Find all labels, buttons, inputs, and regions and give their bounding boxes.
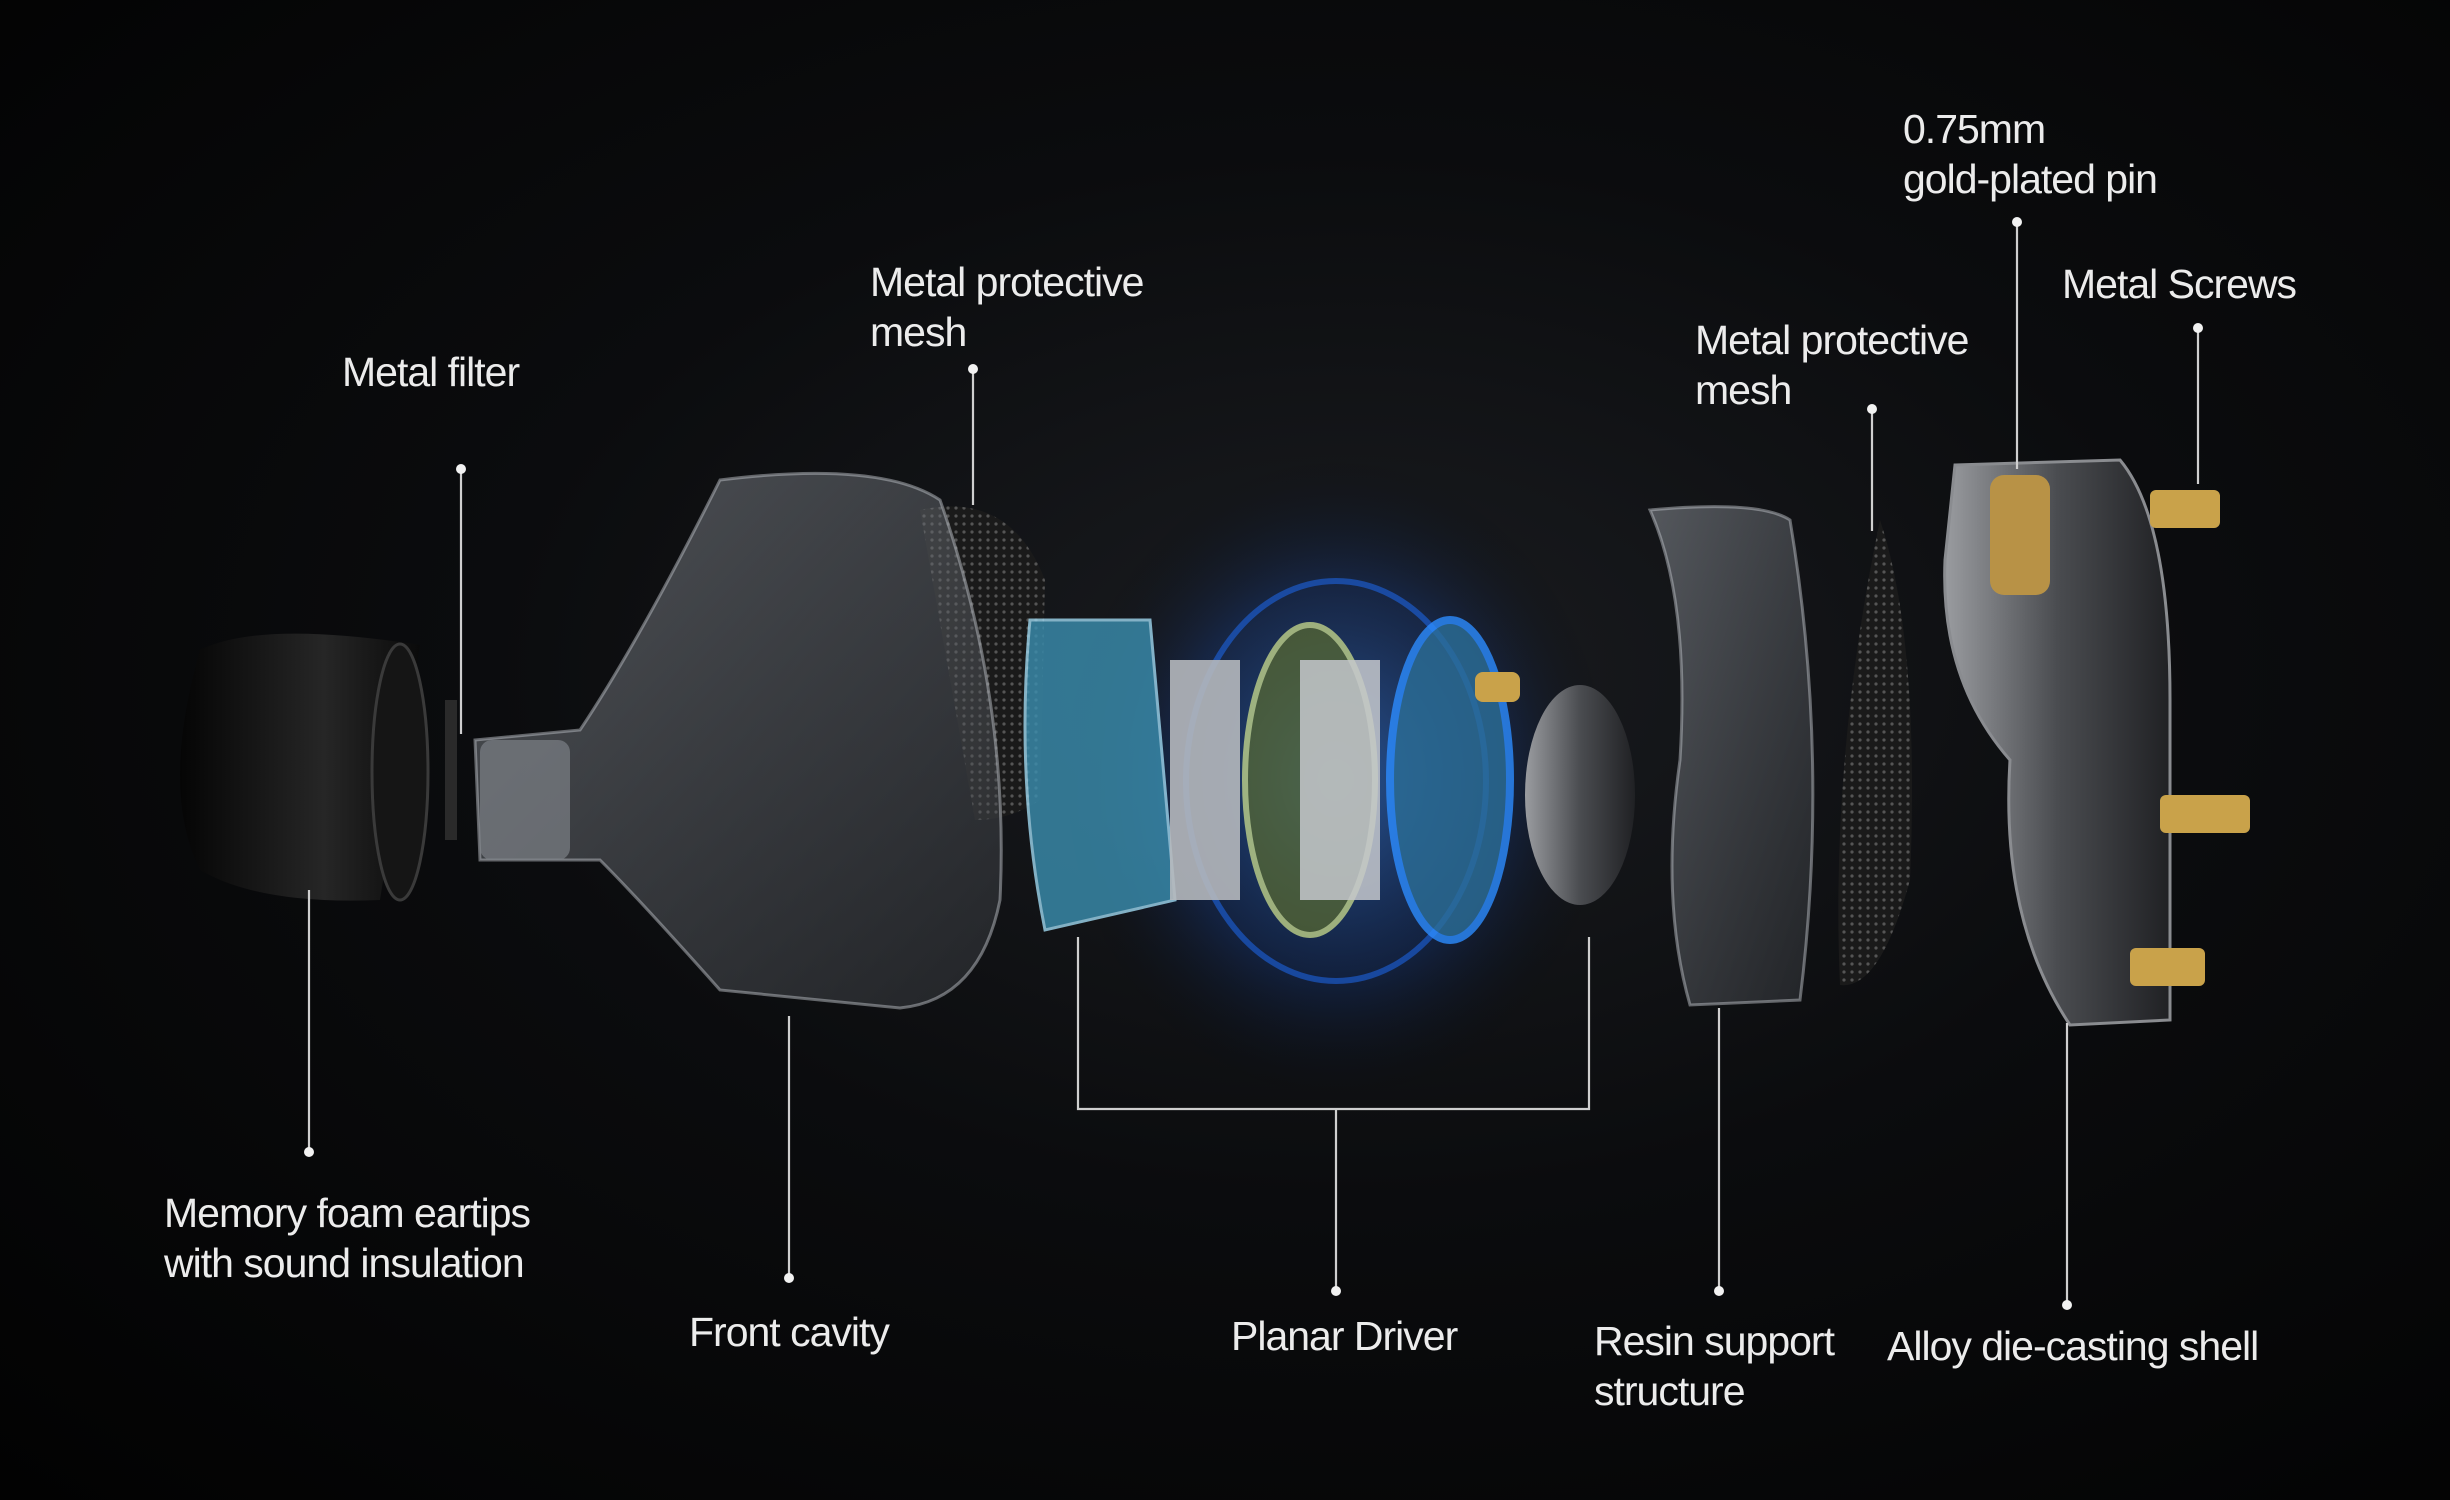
metal-screw <box>2150 490 2220 528</box>
leader-lines <box>304 217 2203 1310</box>
resin-support-structure <box>1647 505 1815 1007</box>
label-metal-filter: Metal filter <box>342 349 519 395</box>
label-metal-screws: Metal Screws <box>2062 261 2297 307</box>
label-front-cavity: Front cavity <box>689 1309 890 1355</box>
label-alloy-shell: Alloy die-casting shell <box>1887 1323 2258 1369</box>
label-gold-pin-2: gold-plated pin <box>1903 156 2157 202</box>
memory-foam-eartip <box>180 633 430 902</box>
alloy-shell <box>1943 458 2250 1027</box>
label-mesh-left-2: mesh <box>870 309 966 355</box>
planar-driver <box>1023 451 1635 1111</box>
metal-filter <box>445 700 457 840</box>
front-cavity-shell <box>473 471 1003 1010</box>
label-mesh-right-2: mesh <box>1695 367 1791 413</box>
metal-screw <box>2130 948 2205 986</box>
label-eartips-1: Memory foam eartips <box>164 1190 531 1236</box>
metal-mesh-right <box>1838 520 1912 986</box>
label-resin-1: Resin support <box>1594 1318 1836 1364</box>
label-planar-driver: Planar Driver <box>1231 1313 1458 1359</box>
label-mesh-right-1: Metal protective <box>1695 317 1968 363</box>
metal-screw <box>2160 795 2250 833</box>
label-mesh-left-1: Metal protective <box>870 259 1143 305</box>
label-gold-pin-1: 0.75mm <box>1903 106 2045 152</box>
label-resin-2: structure <box>1594 1368 1745 1414</box>
gold-plated-pin <box>1990 475 2050 595</box>
label-eartips-2: with sound insulation <box>163 1240 524 1286</box>
